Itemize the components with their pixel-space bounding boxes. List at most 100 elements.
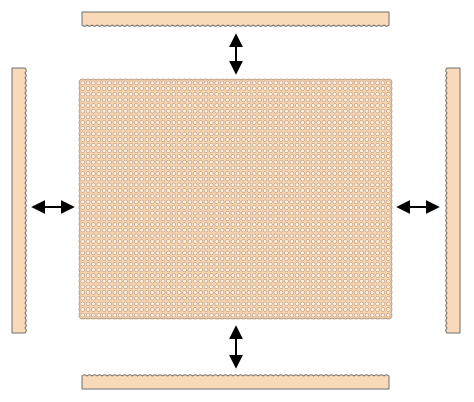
- pad-dot: [294, 273, 300, 278]
- pad-dot: [353, 205, 359, 210]
- pad-dot: [311, 312, 316, 318]
- pad-dot: [327, 273, 332, 278]
- pad-dot: [284, 97, 289, 103]
- pad-dot: [348, 103, 353, 108]
- pad-dot: [150, 233, 155, 239]
- pad-dot: [139, 273, 144, 278]
- pad-dot: [252, 244, 257, 250]
- pad-dot: [182, 142, 187, 148]
- pad-dot: [177, 176, 182, 182]
- pad-dot: [348, 176, 353, 182]
- pad-dot: [198, 273, 203, 278]
- pad-dot: [209, 244, 214, 250]
- pad-dot: [311, 267, 316, 273]
- pad-dot: [278, 284, 284, 290]
- pad-dot: [252, 284, 257, 290]
- pad-dot: [289, 131, 294, 137]
- pad-dot: [101, 131, 107, 137]
- pad-dot: [300, 97, 305, 103]
- pad-dot: [294, 199, 300, 205]
- pad-dot: [375, 199, 380, 205]
- pad-dot: [386, 125, 391, 131]
- pad-dot: [155, 273, 160, 278]
- pad-dot: [91, 273, 96, 278]
- pad-dot: [80, 171, 85, 176]
- pad-dot: [305, 125, 311, 131]
- pad-dot: [225, 131, 230, 137]
- pad-dot: [364, 312, 370, 318]
- pad-dot: [225, 210, 230, 216]
- pad-dot: [246, 261, 252, 267]
- pad-dot: [91, 278, 96, 284]
- pad-dot: [118, 222, 123, 227]
- pad-dot: [380, 295, 386, 301]
- pad-dot: [241, 210, 246, 216]
- pad-dot: [219, 108, 225, 114]
- pad-dot: [139, 125, 144, 131]
- pad-dot: [353, 233, 359, 239]
- pad-dot: [348, 278, 353, 284]
- pad-dot: [343, 159, 348, 165]
- pad-dot: [278, 193, 284, 199]
- pad-dot: [236, 256, 241, 261]
- pad-dot: [337, 210, 343, 216]
- pad-dot: [370, 205, 375, 210]
- pad-dot: [80, 148, 85, 154]
- pad-dot: [327, 256, 332, 261]
- pad-dot: [359, 131, 364, 137]
- pad-dot: [91, 91, 96, 97]
- pad-dot: [118, 171, 123, 176]
- pad-dot: [364, 210, 370, 216]
- pad-dot: [268, 261, 273, 267]
- pad-dot: [193, 114, 198, 120]
- pad-dot: [257, 171, 262, 176]
- pad-dot: [273, 176, 278, 182]
- pad-dot: [311, 171, 316, 176]
- pad-dot: [230, 239, 236, 244]
- pad-dot: [91, 188, 96, 193]
- pad-dot: [166, 267, 171, 273]
- pad-dot: [241, 227, 246, 233]
- pad-dot: [289, 273, 294, 278]
- pad-dot: [375, 80, 380, 86]
- pad-dot: [91, 199, 96, 205]
- pad-dot: [257, 120, 262, 125]
- pad-dot: [230, 188, 236, 193]
- pad-dot: [128, 267, 134, 273]
- pad-dot: [225, 108, 230, 114]
- pad-dot: [123, 250, 128, 256]
- pad-dot: [155, 103, 160, 108]
- pad-dot: [273, 154, 278, 159]
- pad-dot: [321, 97, 327, 103]
- pad-dot: [273, 244, 278, 250]
- pad-dot: [171, 199, 177, 205]
- pad-dot: [327, 171, 332, 176]
- pad-dot: [123, 222, 128, 227]
- pad-dot: [273, 261, 278, 267]
- pad-dot: [85, 182, 91, 188]
- pad-dot: [236, 227, 241, 233]
- pad-dot: [182, 165, 187, 171]
- pad-dot: [268, 108, 273, 114]
- pad-dot: [284, 125, 289, 131]
- pad-dot: [327, 80, 332, 86]
- pad-dot: [85, 176, 91, 182]
- pad-dot: [246, 80, 252, 86]
- pad-dot: [305, 103, 311, 108]
- pad-dot: [241, 250, 246, 256]
- pad-dot: [144, 142, 150, 148]
- pad-dot: [171, 210, 177, 216]
- pad-dot: [364, 120, 370, 125]
- pad-dot: [359, 137, 364, 142]
- pad-dot: [262, 137, 268, 142]
- pad-dot: [123, 278, 128, 284]
- pad-dot: [321, 171, 327, 176]
- pad-dot: [134, 312, 139, 318]
- pad-dot: [91, 284, 96, 290]
- pad-dot: [112, 142, 118, 148]
- pad-dot: [327, 176, 332, 182]
- pad-dot: [337, 120, 343, 125]
- pad-dot: [160, 295, 166, 301]
- pad-dot: [187, 290, 193, 295]
- pad-dot: [262, 159, 268, 165]
